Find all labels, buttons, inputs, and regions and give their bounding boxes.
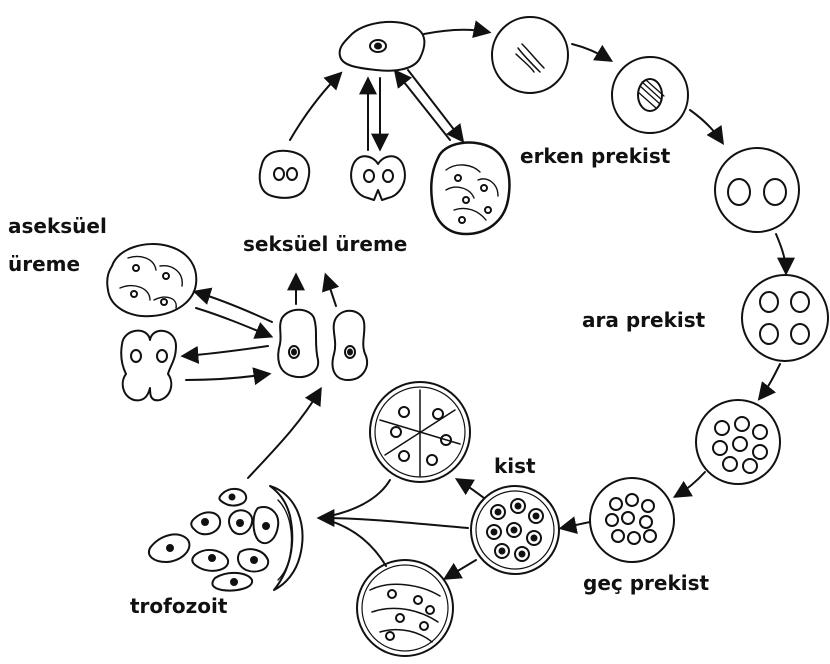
late-precyst-cell [590,478,674,562]
trophozoite-left [278,310,318,377]
trophozoite-cluster [149,486,302,591]
label-trophozoite: trofozoit [130,595,227,617]
asexual-arrows [184,292,272,380]
top-trophozoite-cell [340,22,425,71]
sexual-dividing-cell [351,156,405,200]
label-asexual-line2: üreme [8,253,80,275]
intermediate-precyst-cell [742,275,828,361]
sexual-to-top-arrows [290,70,462,150]
label-early-precyst: erken prekist [520,145,670,167]
trophozoite-to-center-arrow [248,390,320,478]
cycle-arrows [424,30,786,578]
cyst-upper-divided-cell [370,382,470,482]
sexual-multiple-fission-cell [431,143,509,234]
label-asexual-line1: aseksüel [8,215,107,237]
asexual-dividing-cell [121,331,176,401]
label-intermediate-precyst: ara prekist [582,309,705,331]
early-precyst-cell-1 [492,17,568,93]
excystation-arrows [320,480,468,566]
label-sexual-reproduction: seksüel üreme [243,233,407,255]
cyst-lower-released-cell [357,560,453,656]
cyst-cell [471,486,559,574]
sexual-binucleate-cell [260,151,310,198]
asexual-multicellular-cell [107,244,196,316]
early-precyst-cell-2 [612,57,688,133]
octonucleate-precyst-cell [696,400,780,484]
label-late-precyst: geç prekist [583,572,709,594]
center-to-sexual-arrows [296,276,336,306]
trophozoite-right [333,311,367,380]
label-cyst: kist [494,455,536,477]
binucleate-precyst-cell [715,148,799,232]
